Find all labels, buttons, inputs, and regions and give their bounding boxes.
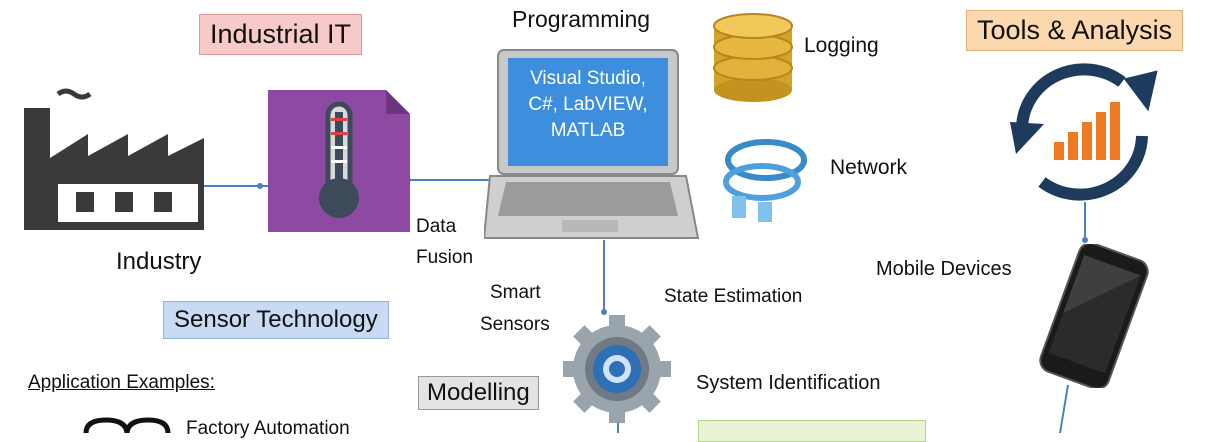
application-examples-heading: Application Examples: — [28, 372, 215, 393]
tools-analysis-box: Tools & Analysis — [966, 10, 1184, 51]
green-category-box-partial — [698, 420, 926, 442]
screen-line-3: MATLAB — [550, 120, 626, 141]
factory-icon — [24, 88, 204, 230]
factory-automation-label: Factory Automation — [186, 418, 350, 439]
gear-icon — [563, 315, 671, 423]
refresh-analytics-icon — [1010, 63, 1158, 201]
screen-line-1: Visual Studio, — [530, 68, 646, 89]
data-label: Data — [416, 216, 457, 237]
connector-lines — [197, 177, 1088, 433]
database-icon — [713, 13, 793, 102]
screen-line-2: C#, LabVIEW, — [528, 94, 648, 115]
smart-label: Smart — [490, 282, 541, 303]
thermometer-icon — [268, 90, 410, 232]
modelling-box: Modelling — [418, 376, 539, 410]
infinity-icon — [83, 417, 171, 433]
logging-label: Logging — [804, 34, 879, 57]
state-estimation-label: State Estimation — [664, 286, 803, 307]
smartphone-icon — [1039, 244, 1149, 388]
industry-label: Industry — [116, 248, 202, 275]
laptop-icon — [484, 49, 700, 239]
fusion-label: Fusion — [416, 247, 474, 268]
network-cable-icon — [723, 139, 807, 222]
laptop-screen-text: Visual Studio, C#, LabVIEW, MATLAB — [508, 66, 668, 144]
sensors-label: Sensors — [480, 314, 550, 335]
industrial-it-box: Industrial IT — [199, 14, 363, 55]
mobile-devices-label: Mobile Devices — [876, 258, 1012, 280]
network-label: Network — [830, 156, 908, 179]
programming-label: Programming — [512, 6, 651, 32]
sensor-technology-box: Sensor Technology — [163, 301, 389, 339]
system-identification-label: System Identification — [696, 372, 881, 394]
